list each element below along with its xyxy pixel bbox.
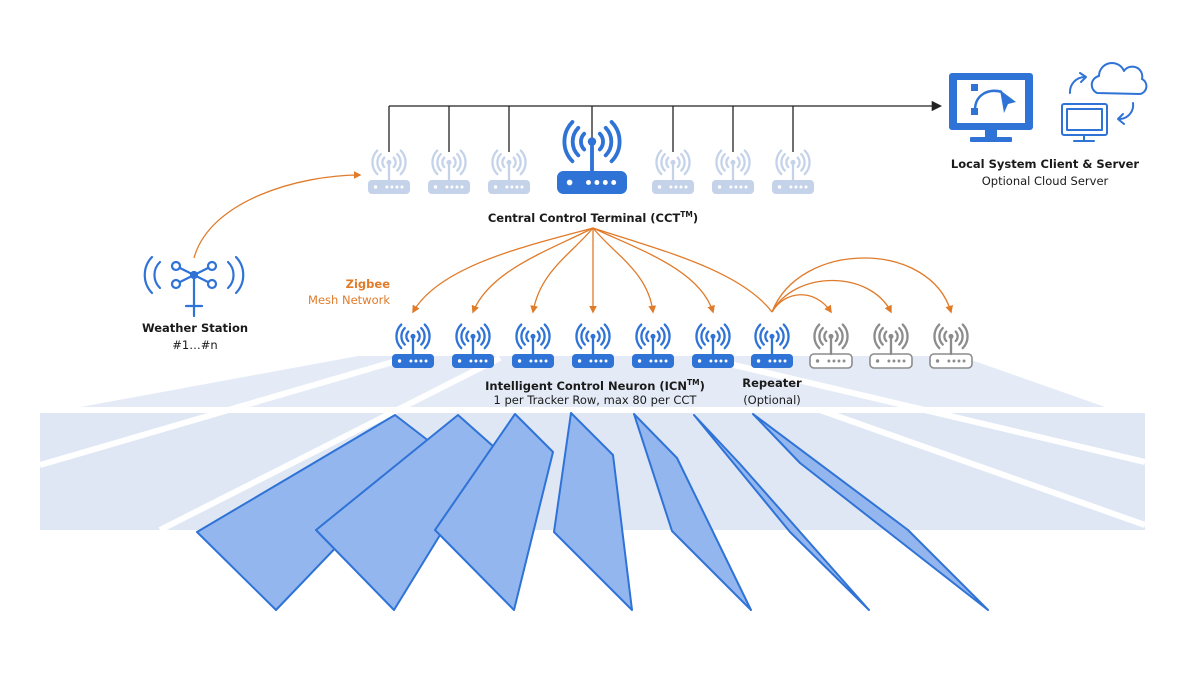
arrow-repeater-gray-2 — [771, 279, 892, 314]
icn-router-icon-3 — [512, 323, 554, 368]
devices — [368, 120, 973, 369]
icn-router-icon-6 — [692, 323, 734, 368]
weather-title: Weather Station — [141, 321, 249, 335]
bus-lines — [388, 100, 943, 152]
arrow-cct-repeater — [592, 227, 773, 313]
icn-router-icon-5 — [632, 323, 674, 368]
weather-subtitle: #1…#n — [172, 338, 218, 352]
tracker-panel-5 — [633, 413, 752, 611]
weather-station-icon — [143, 255, 245, 318]
server-title: Local System Client & Server — [950, 157, 1140, 171]
cct-label: Central Control Terminal (CCTTM) — [483, 207, 703, 226]
tracker-panel-6 — [693, 414, 870, 611]
icn-subtitle: 1 per Tracker Row, max 80 per CCT — [493, 393, 697, 407]
mesh-label-network: Mesh Network — [308, 293, 390, 307]
cct-close: ) — [692, 210, 699, 225]
arrow-cct-icn-5 — [592, 227, 657, 314]
server-subtitle: Optional Cloud Server — [981, 174, 1109, 188]
icn-title: Intelligent Control Neuron (ICN — [485, 378, 687, 393]
icn-trademark: TM — [686, 378, 700, 387]
arrow-cct-icn-3 — [530, 227, 594, 314]
faded-router-icon-3 — [488, 149, 530, 194]
faded-router-icon-2 — [428, 149, 470, 194]
optional-router-icon-2 — [869, 323, 913, 369]
tracker-panel-7 — [752, 413, 989, 611]
arrow-repeater-gray-1 — [771, 294, 832, 314]
optional-router-icon-3 — [929, 323, 973, 369]
icn-router-icon-4 — [572, 323, 614, 368]
icn-close: ) — [699, 378, 705, 393]
mesh-label-zigbee: Zigbee — [345, 277, 390, 291]
cct-title: Central Control Terminal (CCT — [487, 210, 681, 225]
mesh-arrows — [193, 171, 953, 314]
arrow-cct-icn-6 — [592, 227, 715, 314]
faded-router-icon-1 — [368, 149, 410, 194]
icn-label: Intelligent Control Neuron (ICNTM) — [470, 375, 720, 394]
arrow-cct-icn-1 — [412, 227, 594, 314]
icn-router-icon-1 — [392, 323, 434, 368]
optional-router-icon-1 — [809, 323, 853, 369]
faded-router-icon-5 — [712, 149, 754, 194]
faded-router-icon-4 — [652, 149, 694, 194]
faded-router-icon-6 — [772, 149, 814, 194]
arrow-weather-to-cct — [193, 171, 362, 259]
cct-router-icon — [557, 120, 627, 194]
tracker-panel-3 — [434, 413, 554, 611]
monitor-icon — [949, 73, 1033, 142]
repeater-title: Repeater — [742, 376, 802, 390]
cloud-icon — [1061, 62, 1148, 142]
tracker-panel-4 — [553, 412, 633, 611]
cct-trademark: TM — [680, 210, 693, 219]
arrow-cct-icn-2 — [471, 227, 594, 314]
icn-router-icon-2 — [452, 323, 494, 368]
arrow-repeater-gray-3 — [771, 257, 953, 314]
repeater-subtitle: (Optional) — [743, 393, 801, 407]
repeater-router-icon — [751, 323, 793, 368]
tracker-panels — [196, 412, 989, 611]
